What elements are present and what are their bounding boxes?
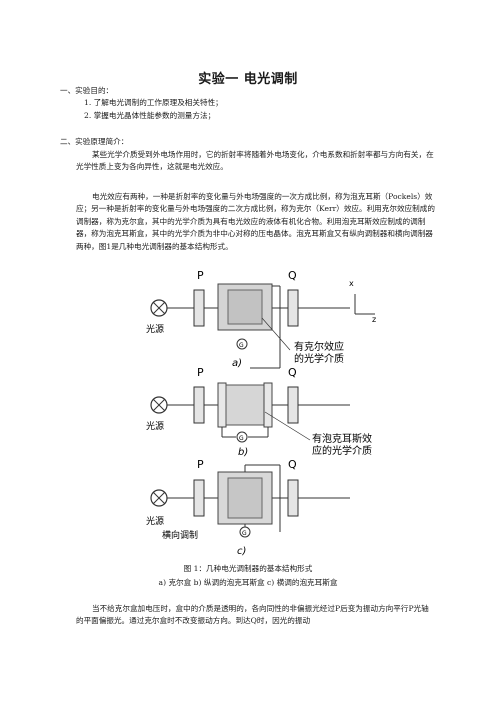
polarizer-p-label: P xyxy=(197,366,204,379)
pockels-medium-line1: 有泡克耳斯效 xyxy=(312,432,372,445)
page-title: 实验一 电光调制 xyxy=(198,72,298,87)
axis-z-label: z xyxy=(372,315,376,324)
analyzer-q-label: Q xyxy=(288,366,297,379)
voltage-source-label: G xyxy=(242,530,247,537)
polarizer-p-label: P xyxy=(197,269,204,282)
panel-b-longitudinal-pockels: P Q 光源 G b) 有泡克耳斯效 应的光学介质 xyxy=(146,366,372,458)
transverse-modulation-label: 横向调制 xyxy=(162,529,198,541)
figure-caption: 图 1：几种电光调制器的基本结构形式 xyxy=(183,564,313,573)
pockels-medium-line2: 应的光学介质 xyxy=(312,444,372,457)
panel-a-label: a) xyxy=(232,358,242,369)
figure-subcaption: a) 克尔盒 b) 纵调的泡克耳斯盒 c) 横调的泡克耳斯盒 xyxy=(158,578,338,587)
objective-item-2: 2. 掌握电光晶体性能参数的测量方法； xyxy=(84,111,216,120)
analyzer-q-label: Q xyxy=(288,269,297,282)
objective-item-1: 1. 了解电光调制的工作原理及相关特性； xyxy=(84,98,223,107)
light-source-label: 光源 xyxy=(146,420,164,432)
analyzer-q-label: Q xyxy=(288,458,297,471)
principle-paragraph-2: 电光效应有两种，一种是折射率的变化量与外电场强度的一次方成比例，称为泡克耳斯（P… xyxy=(76,192,435,251)
axis-indicator: x z xyxy=(349,279,376,324)
section1-heading: 一、实验目的： xyxy=(60,86,114,95)
section2-heading: 二、实验原理简介： xyxy=(60,137,129,146)
kerr-medium-line1: 有克尔效应 xyxy=(294,340,344,353)
voltage-source-label: G xyxy=(239,435,244,442)
axis-x-label: x xyxy=(349,279,354,288)
electro-optic-modulator-figure: x z P Q 光源 G a) 有克尔效应 的光学介质 P Q 光源 xyxy=(146,269,376,557)
panel-a-kerr-cell: P Q 光源 G a) 有克尔效应 的光学介质 xyxy=(146,269,350,369)
kerr-medium-line2: 的光学介质 xyxy=(294,352,344,365)
polarizer-p-label: P xyxy=(197,458,204,471)
paragraph-3: 当不给克尔盒加电压时，盒中的介质是透明的，各向同性的非偏振光经过P后变为振动方向… xyxy=(76,604,429,626)
panel-c-label: c) xyxy=(237,546,246,557)
panel-c-transverse-pockels: P Q 光源 横向调制 G c) xyxy=(146,458,350,557)
light-source-label: 光源 xyxy=(146,515,164,527)
panel-b-label: b) xyxy=(238,447,248,458)
light-source-label: 光源 xyxy=(146,323,164,335)
principle-paragraph-1: 某些光学介质受到外电场作用时，它的折射率将随着外电场变化，介电系数和折射率都与方… xyxy=(76,150,434,172)
voltage-source-label: G xyxy=(239,342,244,349)
